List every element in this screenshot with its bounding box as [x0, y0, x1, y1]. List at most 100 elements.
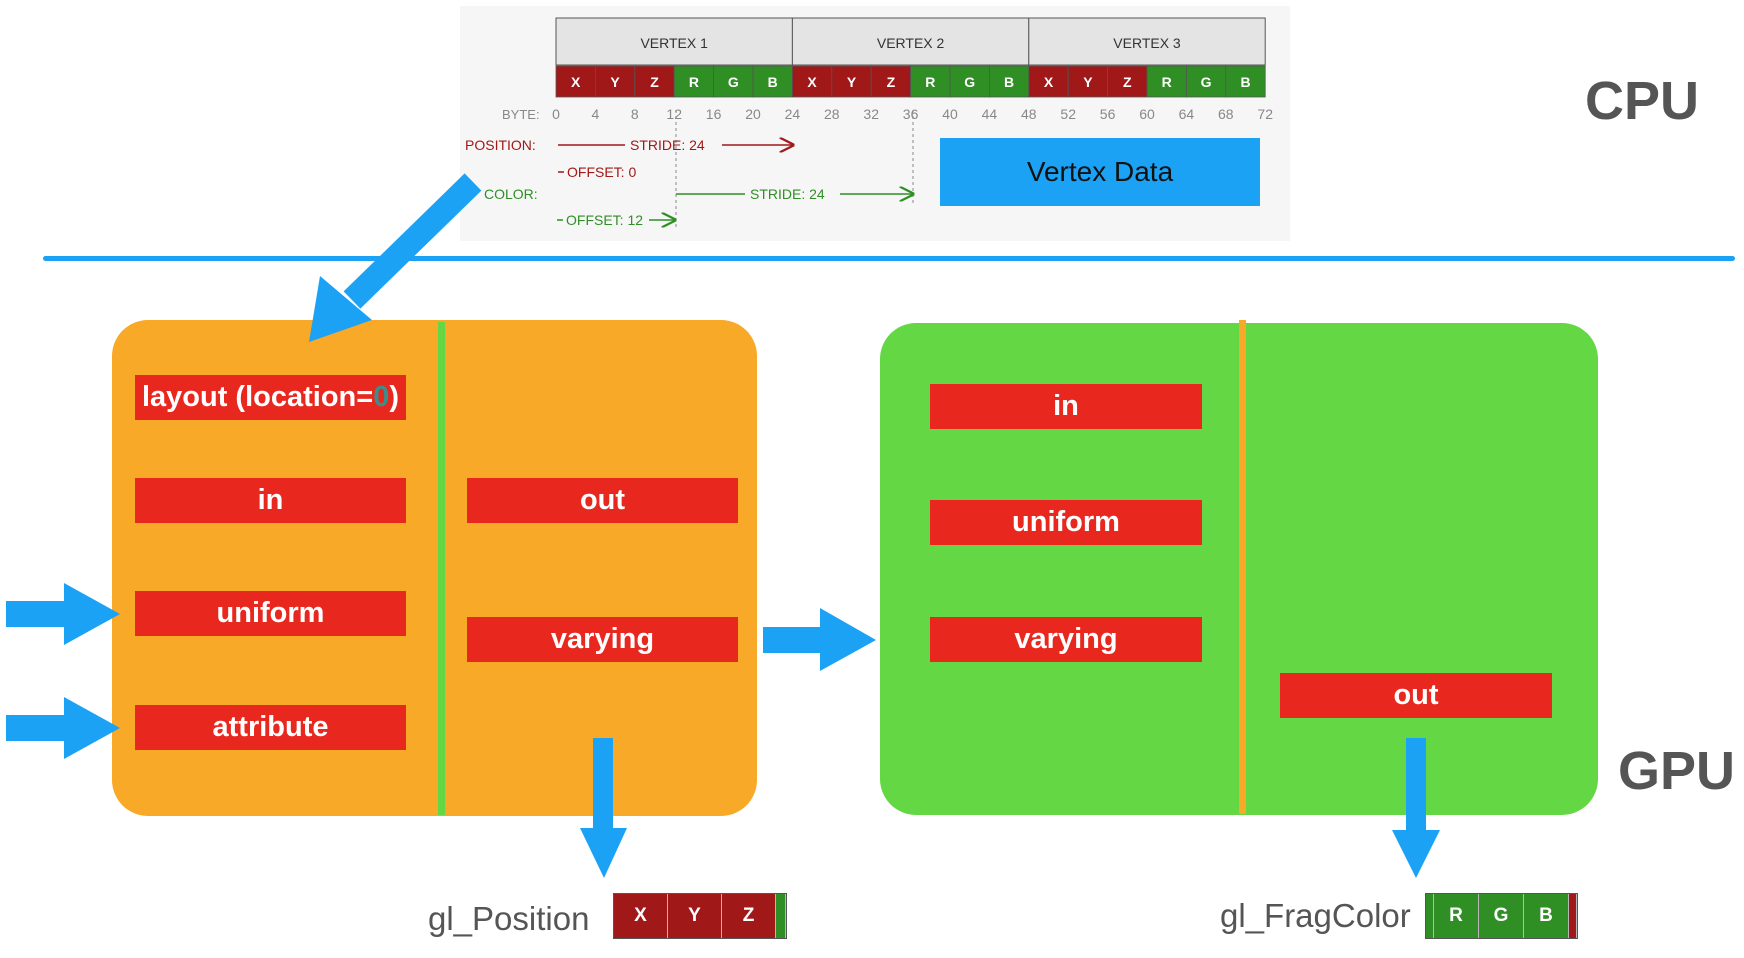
byte-tick: 36 — [903, 106, 919, 122]
vs-varying-keyword: varying — [467, 617, 738, 662]
component-label: Y — [847, 74, 857, 90]
layout-suffix: ) — [389, 381, 400, 413]
fragment-shader-separator — [1239, 320, 1246, 814]
vertex-header-cell — [1028, 17, 1266, 66]
fs-uniform-keyword: uniform — [930, 500, 1202, 545]
component-label: G — [964, 74, 975, 90]
byte-tick: 44 — [982, 106, 998, 122]
component-cell — [1067, 65, 1109, 98]
gl-position-down-arrow — [580, 738, 627, 878]
component-cell — [1107, 65, 1148, 98]
component-cell — [673, 65, 714, 98]
component-cell — [713, 65, 754, 98]
vertex-header-cell — [555, 17, 793, 66]
component-label: X — [571, 74, 581, 90]
cpu-to-vertex-shader-arrow — [309, 173, 482, 342]
byte-tick: 12 — [666, 106, 682, 122]
component-label: R — [1162, 74, 1172, 90]
byte-label: BYTE: — [502, 107, 540, 122]
gl-fragcolor-strip: R G B — [1425, 893, 1578, 939]
vertex-shader-separator — [438, 322, 445, 815]
gl-position-x: X — [614, 894, 668, 938]
color-offset-label: OFFSET: 12 — [566, 212, 643, 228]
component-label: X — [1044, 74, 1054, 90]
component-label: B — [1004, 74, 1014, 90]
byte-tick: 24 — [785, 106, 801, 122]
vs-uniform-keyword: uniform — [135, 591, 406, 636]
component-cell — [870, 65, 912, 98]
byte-tick: 48 — [1021, 106, 1037, 122]
component-label: Z — [1123, 74, 1132, 90]
component-cell — [1186, 65, 1227, 98]
byte-tick: 0 — [552, 106, 560, 122]
component-label: R — [925, 74, 935, 90]
vs-out-keyword: out — [467, 478, 738, 523]
gl-fragcolor-g: G — [1479, 894, 1524, 938]
gpu-label: GPU — [1618, 741, 1736, 801]
component-cell — [831, 65, 872, 98]
component-cell — [752, 65, 793, 98]
component-cell — [1146, 65, 1187, 98]
gl-fragcolor-r: R — [1434, 894, 1479, 938]
component-label: B — [1240, 74, 1250, 90]
uniform-input-arrow — [6, 583, 120, 645]
component-label: Z — [650, 74, 659, 90]
byte-tick: 40 — [942, 106, 958, 122]
gl-fragcolor-label: gl_FragColor — [1220, 897, 1411, 934]
fs-varying-keyword: varying — [930, 617, 1202, 662]
fs-out-keyword: out — [1280, 673, 1552, 718]
component-label: Y — [610, 74, 620, 90]
vs-attribute-keyword: attribute — [135, 705, 406, 750]
component-cell — [1225, 65, 1266, 98]
byte-tick: 20 — [745, 106, 761, 122]
byte-tick: 32 — [863, 106, 879, 122]
byte-tick: 56 — [1100, 106, 1116, 122]
component-cell — [1028, 65, 1069, 98]
component-cell — [910, 65, 951, 98]
gl-position-next-cell — [776, 894, 786, 938]
vertex-data-label: Vertex Data — [940, 138, 1260, 206]
byte-tick: 4 — [592, 106, 600, 122]
gl-fragcolor-b: B — [1524, 894, 1569, 938]
vs-in-keyword: in — [135, 478, 406, 523]
gl-position-label: gl_Position — [428, 900, 590, 937]
component-label: X — [807, 74, 817, 90]
byte-tick: 60 — [1139, 106, 1155, 122]
component-cell — [594, 65, 636, 98]
vertex-header-label: VERTEX 1 — [640, 35, 708, 51]
byte-tick: 68 — [1218, 106, 1234, 122]
component-label: R — [689, 74, 699, 90]
byte-tick: 8 — [631, 106, 639, 122]
gl-position-strip: X Y Z — [613, 893, 787, 939]
cpu-gpu-divider — [43, 256, 1735, 261]
byte-tick: 64 — [1179, 106, 1195, 122]
component-label: G — [1201, 74, 1212, 90]
fs-in-keyword: in — [930, 384, 1202, 429]
color-label: COLOR: — [484, 186, 538, 202]
byte-tick: 28 — [824, 106, 840, 122]
vertex-to-fragment-arrow — [763, 608, 876, 671]
layout-prefix: layout (location= — [141, 381, 374, 413]
byte-tick: 16 — [706, 106, 722, 122]
layout-location-keyword: layout (location=0) — [135, 375, 406, 420]
position-label: POSITION: — [465, 137, 536, 153]
layout-location-value: 0 — [373, 381, 390, 413]
gl-fragcolor-down-arrow — [1392, 738, 1440, 878]
vertex-header-label: VERTEX 2 — [877, 35, 945, 51]
component-cell — [791, 65, 833, 98]
attribute-input-arrow — [6, 697, 120, 759]
component-cell — [989, 65, 1030, 98]
cpu-label: CPU — [1585, 71, 1700, 131]
position-stride-label: STRIDE: 24 — [630, 137, 705, 153]
byte-tick: 72 — [1257, 106, 1273, 122]
component-cell — [634, 65, 675, 98]
vertex-header-label: VERTEX 3 — [1113, 35, 1181, 51]
gl-position-z: Z — [722, 894, 776, 938]
gl-fragcolor-next-cell — [1569, 894, 1577, 938]
gl-position-y: Y — [668, 894, 722, 938]
gl-fragcolor-prev-cell — [1426, 894, 1434, 938]
position-offset-label: OFFSET: 0 — [567, 164, 636, 180]
